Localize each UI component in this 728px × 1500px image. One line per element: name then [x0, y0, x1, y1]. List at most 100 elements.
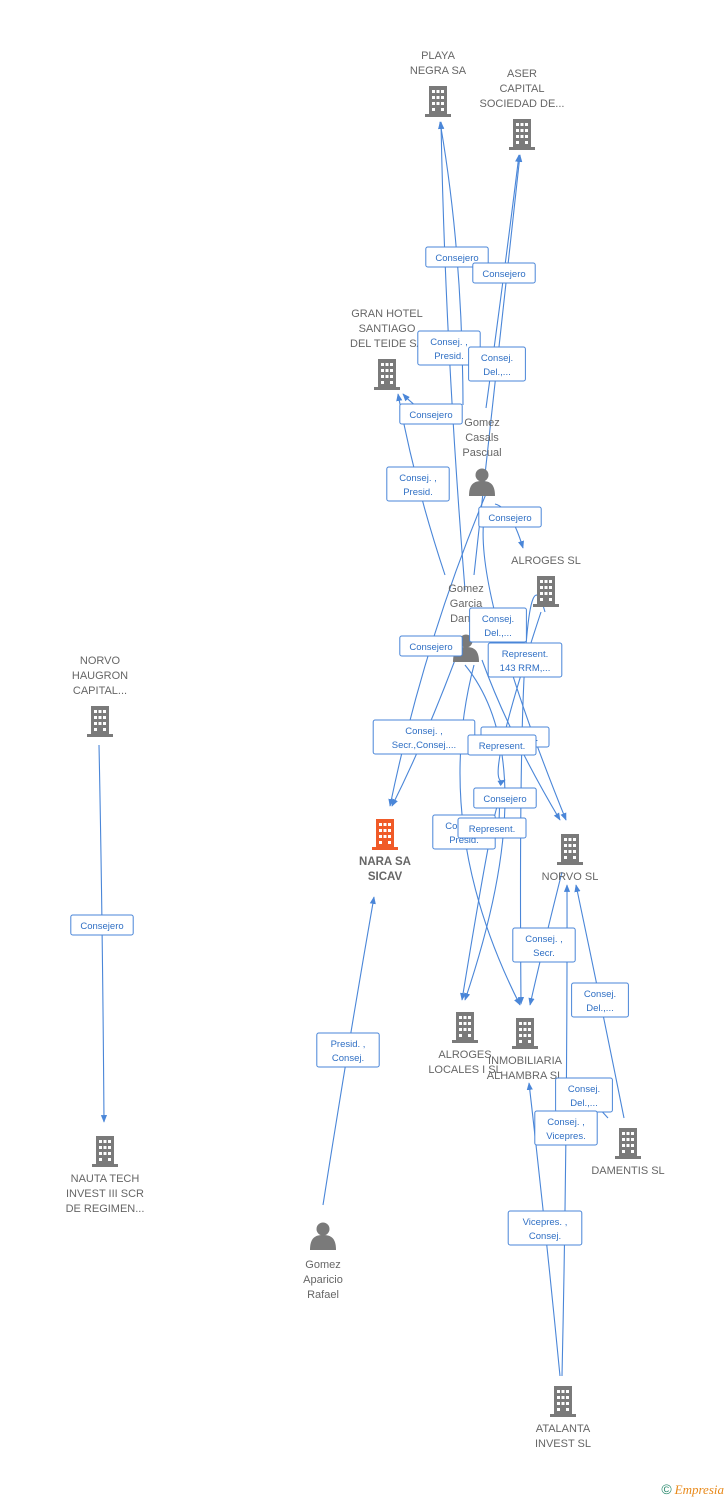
- node-label: NORVO: [80, 655, 121, 667]
- node-label: Aparicio: [303, 1274, 343, 1286]
- node-label: DE REGIMEN...: [66, 1203, 145, 1215]
- relationship-label[interactable]: Consej. ,Presid.: [386, 466, 450, 502]
- relationship-label-box: [478, 506, 542, 528]
- node-alroges[interactable]: ALROGES SL: [511, 555, 581, 607]
- node-nauta[interactable]: NAUTA TECH INVEST III SCR DE REGIMEN...: [66, 1136, 145, 1215]
- relationship-label-text: Del.,...: [483, 367, 510, 378]
- relationship-label-text: Presid.: [449, 835, 479, 846]
- relationship-label-box: [512, 927, 576, 963]
- relationship-label[interactable]: Consejero: [399, 635, 463, 657]
- relationship-label[interactable]: Consejero: [399, 403, 463, 425]
- person-icon[interactable]: [310, 1222, 336, 1251]
- node-label: Gomez: [464, 417, 499, 429]
- node-label: ALHAMBRA SL: [487, 1070, 563, 1082]
- relationship-label[interactable]: Consej. , Secr.: [512, 927, 576, 963]
- company-building-icon[interactable]: [533, 576, 559, 607]
- relationship-label-text: Consejero: [409, 410, 452, 421]
- relationship-label-text: Represent.: [502, 649, 548, 660]
- relationship-label-box: [487, 642, 563, 678]
- relationship-label-text: Consej.: [481, 353, 513, 364]
- relationship-label[interactable]: Consejero: [478, 506, 542, 528]
- relationship-label-text: Vicepres.: [546, 1131, 585, 1142]
- node-label: PLAYA: [421, 50, 455, 62]
- relationship-label[interactable]: Consej.Del.,...: [555, 1077, 613, 1113]
- company-building-icon[interactable]: [509, 119, 535, 150]
- node-label: SANTIAGO: [359, 323, 416, 335]
- main-company-icon[interactable]: [372, 819, 398, 850]
- node-label: DEL TEIDE SA: [350, 338, 425, 350]
- relationship-label[interactable]: Consejero: [473, 787, 537, 809]
- company-building-icon[interactable]: [92, 1136, 118, 1167]
- node-label: NORVO SL: [542, 871, 599, 883]
- relationship-label-text: Secr.,Consej....: [392, 740, 456, 751]
- company-building-icon[interactable]: [512, 1018, 538, 1049]
- company-building-icon[interactable]: [550, 1386, 576, 1417]
- company-building-icon[interactable]: [557, 834, 583, 865]
- relationship-label-text: Consej. ,: [525, 934, 563, 945]
- node-label: DAMENTIS SL: [591, 1165, 664, 1177]
- relationship-label[interactable]: Consejero: [425, 246, 489, 268]
- relationship-label-text: Consejero: [435, 253, 478, 264]
- relationship-label-text: Presid.: [403, 487, 433, 498]
- company-building-icon[interactable]: [87, 706, 113, 737]
- relationship-label-text: Secr.: [533, 948, 555, 959]
- person-icon[interactable]: [469, 468, 495, 497]
- node-damentis[interactable]: DAMENTIS SL: [591, 1128, 665, 1177]
- node-norvohaugron[interactable]: NORVOHAUGRONCAPITAL...: [72, 655, 128, 737]
- node-label: Gomez: [448, 583, 483, 595]
- relationship-label-text: Represent.: [479, 741, 525, 752]
- relationship-label[interactable]: Represent.143 RRM,...: [487, 642, 563, 678]
- relationship-label-text: Consejero: [483, 794, 526, 805]
- relationship-label[interactable]: Consej.Del.,...: [469, 607, 527, 643]
- footer-brand[interactable]: ©Empresia: [661, 1481, 724, 1498]
- copyright-icon: ©: [661, 1481, 672, 1497]
- relationship-label-box: [467, 734, 537, 756]
- relationship-label-text: Del.,...: [570, 1098, 597, 1109]
- company-building-icon[interactable]: [452, 1012, 478, 1043]
- relationship-label-text: Consej. ,: [405, 726, 443, 737]
- relationship-label[interactable]: Consej.Del.,...: [571, 982, 629, 1018]
- relationship-label-text: Presid.: [434, 351, 464, 362]
- relationship-label-box: [507, 1210, 583, 1246]
- relationship-label[interactable]: Represent.: [467, 734, 537, 756]
- node-label: INVEST III SCR: [66, 1188, 144, 1200]
- relationship-label[interactable]: Consej. ,Vicepres.: [534, 1110, 598, 1146]
- relationship-label-box: [70, 914, 134, 936]
- relationship-label-box: [468, 346, 526, 382]
- relationship-label-box: [472, 262, 536, 284]
- company-building-icon[interactable]: [425, 86, 451, 117]
- relationship-label[interactable]: Represent.: [457, 817, 527, 839]
- brand-name: Empresia: [674, 1482, 724, 1497]
- relationship-label-text: Consejero: [482, 269, 525, 280]
- relationship-label[interactable]: Consejero: [70, 914, 134, 936]
- relationship-label-text: Consejero: [80, 921, 123, 932]
- node-label: Rafael: [307, 1289, 339, 1301]
- relationship-label-box: [399, 635, 463, 657]
- node-label: NAUTA TECH: [71, 1173, 140, 1185]
- relationship-label-text: Consej. ,: [430, 337, 468, 348]
- relationship-label-text: Consej.: [332, 1053, 364, 1064]
- relationship-label[interactable]: Consejero: [472, 262, 536, 284]
- relationship-label-box: [457, 817, 527, 839]
- relationship-label[interactable]: Consej. Del.,...: [468, 346, 526, 382]
- node-norvo[interactable]: NORVO SL: [542, 834, 599, 883]
- company-building-icon[interactable]: [374, 359, 400, 390]
- node-label: Gomez: [305, 1259, 340, 1271]
- relationship-label[interactable]: Consej. , Secr.,Consej....: [372, 719, 476, 755]
- relationship-label-text: Consejero: [488, 513, 531, 524]
- relationship-label[interactable]: Presid. ,Consej.: [316, 1032, 380, 1068]
- relationship-label-box: [571, 982, 629, 1018]
- company-building-icon[interactable]: [615, 1128, 641, 1159]
- relationship-label[interactable]: Vicepres. ,Consej.: [507, 1210, 583, 1246]
- node-label: SICAV: [368, 871, 403, 883]
